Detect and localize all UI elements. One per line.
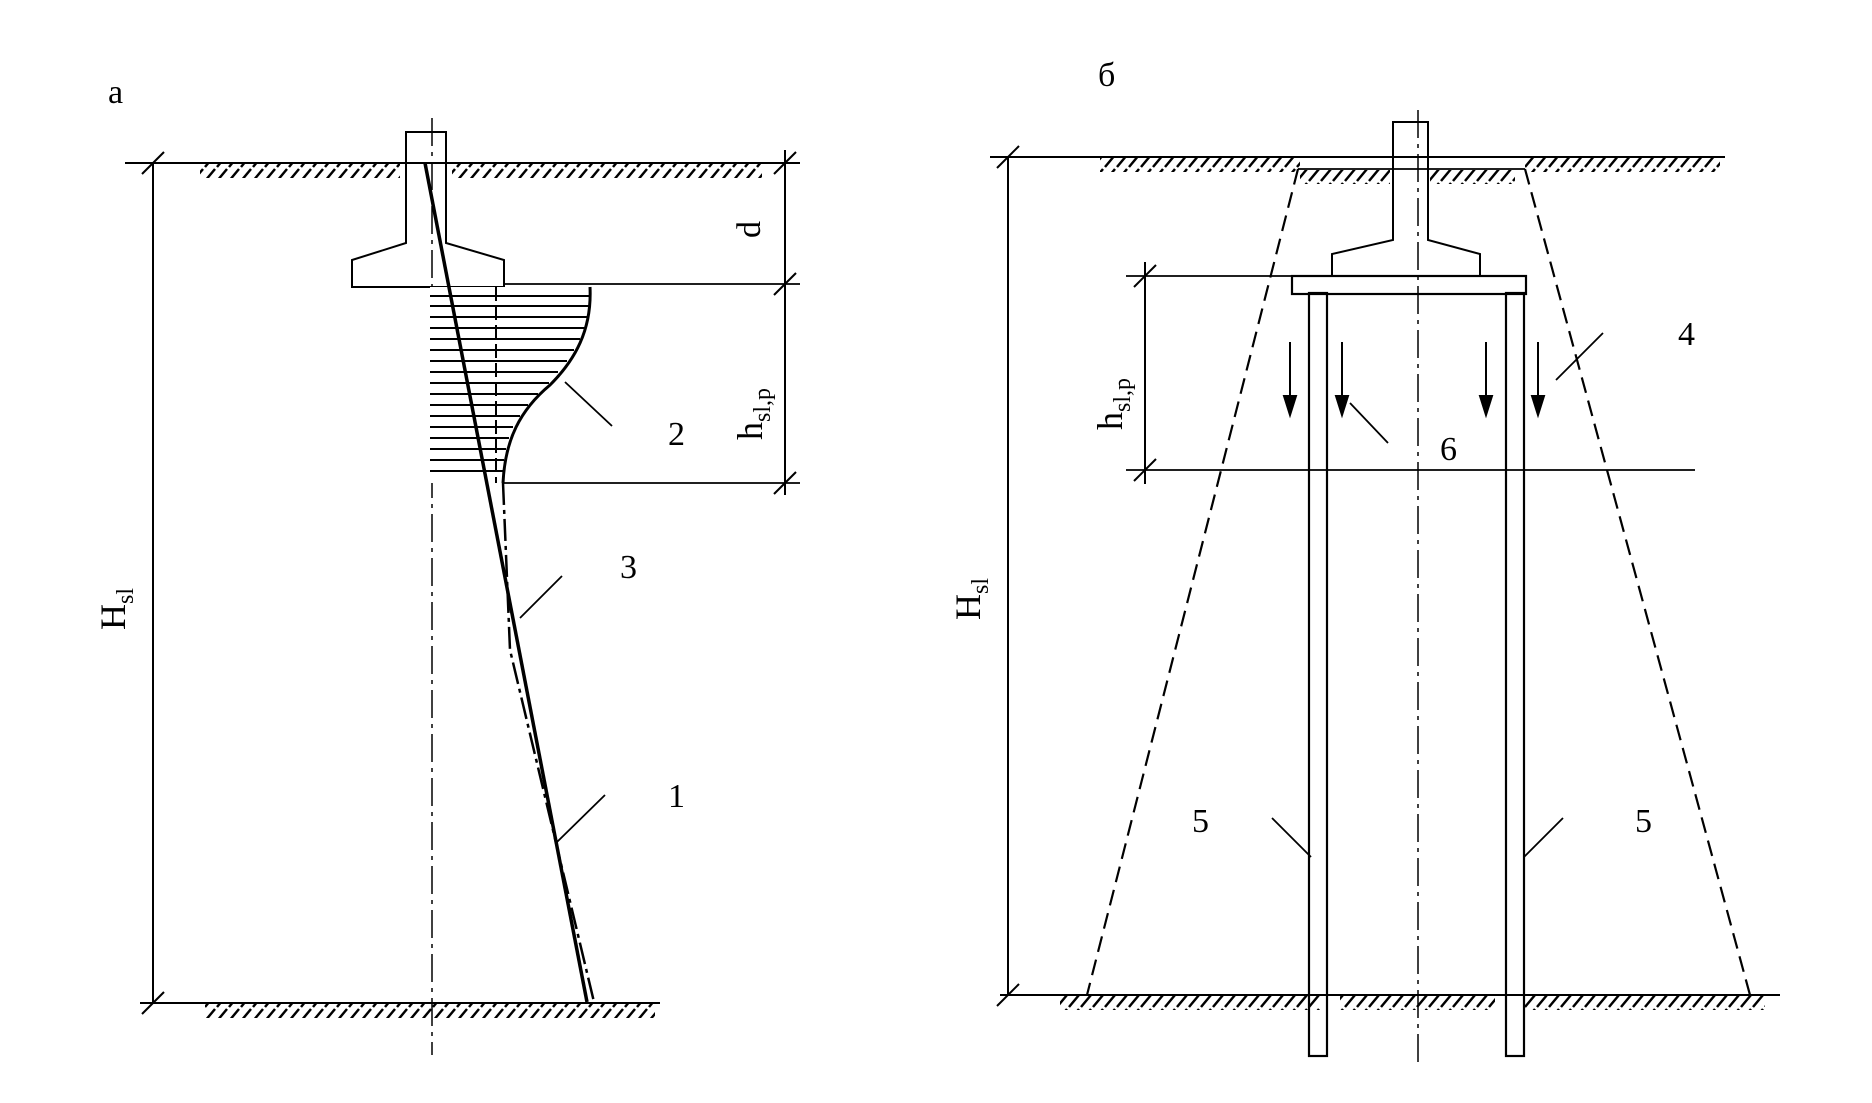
label-1-a: 1 [668,778,685,815]
label-h-a: hsl,p [730,388,776,440]
dim-h-b [1126,262,1695,484]
leader-4-b [1555,332,1604,381]
ground-top-b [990,156,1725,184]
arrows-6-b [1282,342,1546,419]
label-5-right-b: 5 [1635,803,1652,840]
label-d-a: d [731,221,768,238]
panel-a: а [93,74,800,1055]
panel-b: б [948,57,1780,1068]
ground-top-a [125,162,800,178]
leader-5-right-b [1523,817,1564,858]
pile-left-b [1307,291,1329,1058]
foundation-a [351,131,505,288]
foundation-b [1331,121,1481,277]
epure-hatch-a [430,286,592,484]
panel-b-tag: б [1098,57,1115,94]
panel-a-tag: а [108,74,123,111]
pile-cap-b [1290,274,1528,296]
leader-5-left-b [1271,817,1312,858]
dim-H-b [996,145,1020,1007]
leader-3-a [519,575,563,619]
ground-bottom-b [1000,994,1780,1010]
pile-right-b [1504,291,1526,1058]
label-H-a: Hsl [93,588,139,630]
label-h-b: hsl,p [1090,378,1136,430]
label-3-a: 3 [620,549,637,586]
leader-2-a [564,381,613,427]
label-5-left-b: 5 [1192,803,1209,840]
leader-1-a [556,794,606,843]
label-H-b: Hsl [948,578,994,620]
line-3-a [501,482,596,1003]
ground-bottom-a [140,1002,660,1018]
dim-H-a [141,151,165,1015]
label-2-a: 2 [668,416,685,453]
leader-6-b [1349,402,1389,444]
trapezoid-4-b [1085,168,1752,996]
label-4-b: 4 [1678,316,1695,353]
dim-right-a [503,150,800,495]
label-6-b: 6 [1440,431,1457,468]
